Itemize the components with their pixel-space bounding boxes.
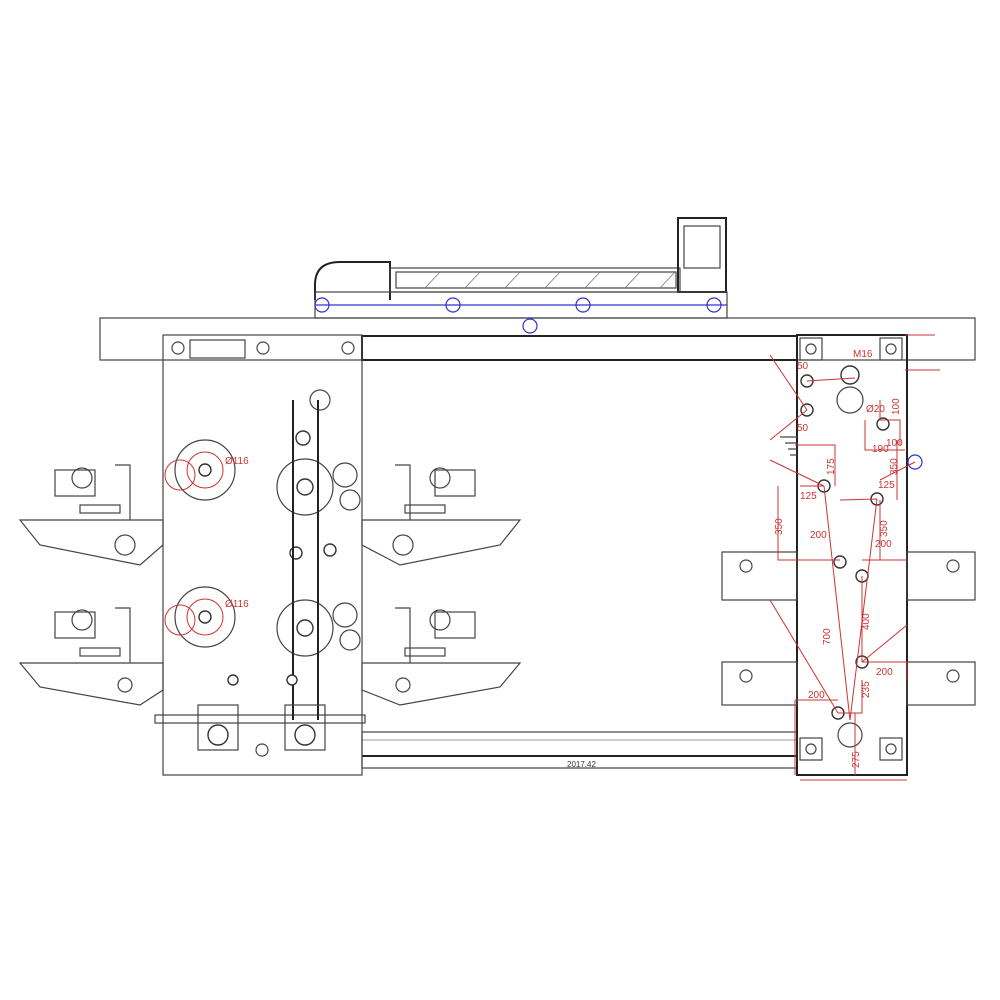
top-hood xyxy=(314,217,728,319)
upper-rail xyxy=(361,335,798,361)
dim-190: 190 xyxy=(872,444,889,455)
dim-400: 400 xyxy=(861,613,872,630)
dim-275: 275 xyxy=(851,751,862,768)
hatch-lines xyxy=(424,271,676,289)
dim-350-right-top: 350 xyxy=(889,458,900,475)
dim-200-bottom: 200 xyxy=(808,690,825,701)
dim-200-right: 200 xyxy=(875,539,892,550)
dim-175: 175 xyxy=(826,458,837,475)
dim-125-left: 125 xyxy=(800,491,817,502)
dim-125-right: 125 xyxy=(878,480,895,491)
dim-235: 235 xyxy=(861,681,872,698)
dim-50-top: 50 xyxy=(797,361,809,372)
lower-gear-unit: Ø116 xyxy=(164,543,361,657)
main-beam xyxy=(99,317,976,361)
left-frame: Ø116 Ø116 xyxy=(154,334,366,776)
right-arms xyxy=(361,464,522,706)
dia-label-lower: Ø116 xyxy=(225,599,249,610)
dim-350-mid: 350 xyxy=(879,520,890,537)
dim-350-left: 350 xyxy=(774,518,785,535)
dim-100-horizontal: 100 xyxy=(886,438,903,449)
lower-rail: 2017.42 xyxy=(361,731,798,769)
dim-100-vertical: 100 xyxy=(891,398,902,415)
date-label: 2017.42 xyxy=(567,760,596,769)
tension-roller-highlight xyxy=(907,454,923,470)
dim-50-bottom: 50 xyxy=(797,423,809,434)
dim-dia-20: Ø20 xyxy=(866,404,885,415)
dim-700: 700 xyxy=(822,628,833,645)
dim-200-left: 200 xyxy=(810,530,827,541)
dim-200-lower-right: 200 xyxy=(876,667,893,678)
bolt-label: M16 xyxy=(853,349,873,360)
right-frame xyxy=(721,334,976,776)
dia-label-upper: Ø116 xyxy=(225,456,249,467)
red-dimensions: M16 50 50 Ø20 100 100 190 350 175 125 12… xyxy=(769,334,940,781)
left-arms xyxy=(18,464,164,706)
upper-gear-unit: Ø116 xyxy=(164,389,361,516)
